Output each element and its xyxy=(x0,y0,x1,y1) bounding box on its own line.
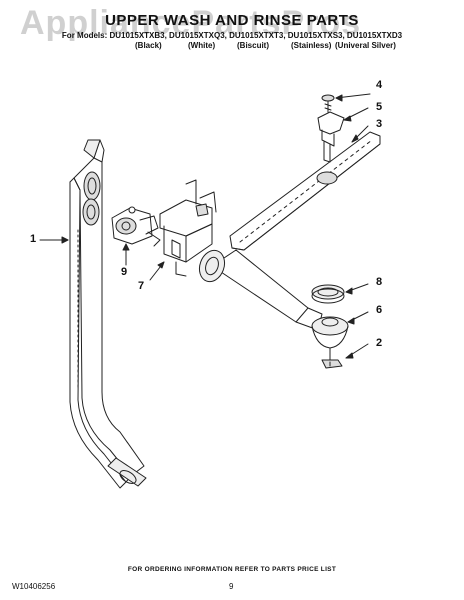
color-biscuit: (Biscuit) xyxy=(237,41,269,50)
callout-3: 3 xyxy=(376,118,383,130)
callout-6: 6 xyxy=(376,304,383,316)
document-number: W10406256 xyxy=(12,582,56,591)
part-3-spray-arm xyxy=(198,131,381,331)
callout-5: 5 xyxy=(376,101,383,113)
page-number: 9 xyxy=(229,582,234,591)
color-stainless: (Stainless) xyxy=(291,41,332,50)
callout-7: 7 xyxy=(138,280,145,292)
arrow-7 xyxy=(157,261,165,269)
arrow-4 xyxy=(335,94,343,102)
arrow-1 xyxy=(61,236,69,244)
arrow-8 xyxy=(345,287,353,295)
part-9-valve xyxy=(111,206,161,247)
watermark: AppliancePartsPros xyxy=(20,4,362,42)
part-4-screw xyxy=(321,94,335,113)
part-7-bracket xyxy=(159,179,217,277)
arrow-6 xyxy=(347,317,355,325)
color-white: (White) xyxy=(188,41,216,50)
part-2-base-nut xyxy=(321,359,343,369)
color-black: (Black) xyxy=(135,41,162,50)
arrow-5 xyxy=(343,115,352,122)
callout-8: 8 xyxy=(376,276,383,288)
part-5-arm-mount xyxy=(317,111,345,163)
ordering-note: FOR ORDERING INFORMATION REFER TO PARTS … xyxy=(127,566,337,573)
part-8-ring xyxy=(311,284,345,304)
models-line: For Models: DU1015XTXB3, DU1015XTXQ3, DU… xyxy=(61,31,403,40)
callout-1: 1 xyxy=(30,233,37,245)
arrow-9 xyxy=(122,243,130,251)
arrow-3 xyxy=(351,134,359,143)
arrow-2 xyxy=(345,352,354,359)
part-6-nozzle xyxy=(311,316,349,361)
color-universal-silver: (Univeral Silver) xyxy=(335,41,396,50)
part-1-supply-tube xyxy=(69,139,147,489)
page-title: UPPER WASH AND RINSE PARTS xyxy=(105,12,359,29)
callout-2: 2 xyxy=(376,337,383,349)
callout-9: 9 xyxy=(121,266,128,278)
callout-4: 4 xyxy=(376,79,383,91)
